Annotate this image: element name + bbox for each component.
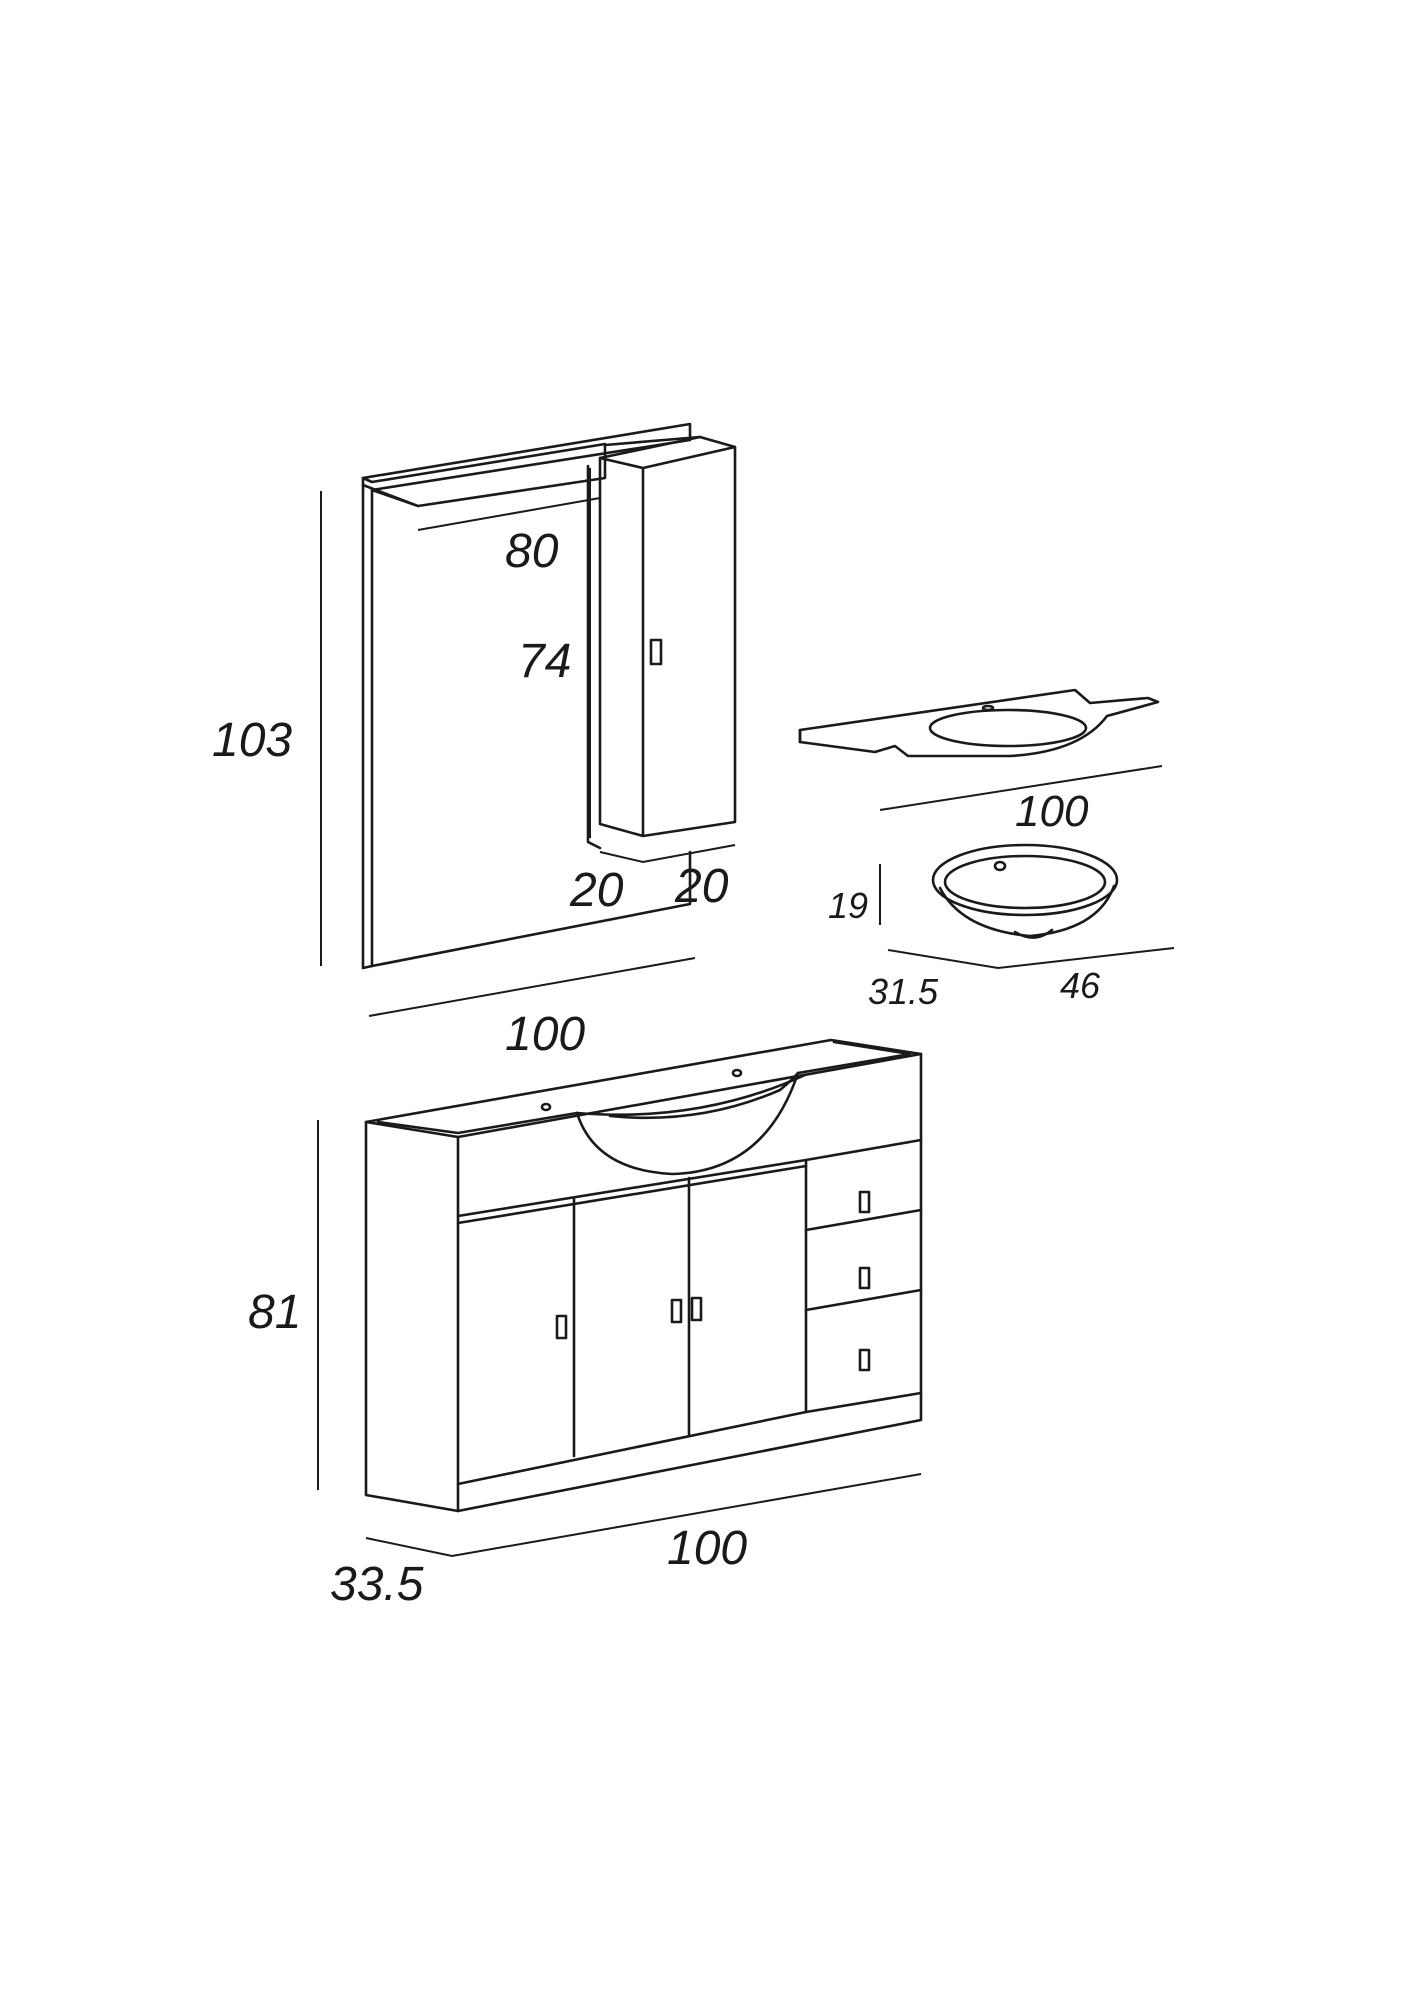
mirror-dimensions bbox=[320, 468, 736, 1017]
column-width-label: 20 bbox=[569, 864, 624, 917]
mirror-width-label: 100 bbox=[505, 1008, 585, 1061]
door-handle-icon bbox=[670, 1298, 683, 1324]
mirror-shelf bbox=[361, 442, 607, 508]
mirror-unit bbox=[361, 422, 737, 970]
tap-hole-right-icon bbox=[731, 1068, 743, 1078]
countertop bbox=[798, 688, 1160, 758]
door-handle-icon bbox=[555, 1314, 568, 1340]
basin-depth-label: 31.5 bbox=[868, 971, 939, 1012]
vanity-width-label: 100 bbox=[667, 1522, 747, 1575]
mirror-height-label: 103 bbox=[212, 714, 292, 767]
column-cabinet bbox=[598, 435, 737, 838]
basin-width-label: 46 bbox=[1060, 965, 1101, 1006]
drawer-handle-icon bbox=[858, 1348, 871, 1372]
countertop-basin-opening bbox=[928, 708, 1088, 748]
drawer-handle-icon bbox=[858, 1190, 871, 1214]
basin-height-label: 19 bbox=[828, 885, 868, 926]
column-height-label: 74 bbox=[518, 635, 571, 688]
vanity-cabinet bbox=[364, 1038, 923, 1513]
column-depth-label: 20 bbox=[674, 860, 729, 913]
vanity-height-label: 81 bbox=[248, 1286, 301, 1339]
basin bbox=[931, 843, 1119, 939]
basin-overflow-icon bbox=[993, 860, 1007, 872]
column-handle-icon bbox=[649, 638, 663, 666]
vanity-depth-label: 33.5 bbox=[330, 1558, 424, 1611]
shelf-width-label: 80 bbox=[505, 525, 559, 578]
drawer-handle-icon bbox=[858, 1266, 871, 1290]
countertop-width-label: 100 bbox=[1015, 787, 1089, 836]
tap-hole-left-icon bbox=[540, 1102, 552, 1112]
mirror-panel bbox=[361, 422, 692, 970]
door-handle-icon bbox=[690, 1296, 703, 1322]
